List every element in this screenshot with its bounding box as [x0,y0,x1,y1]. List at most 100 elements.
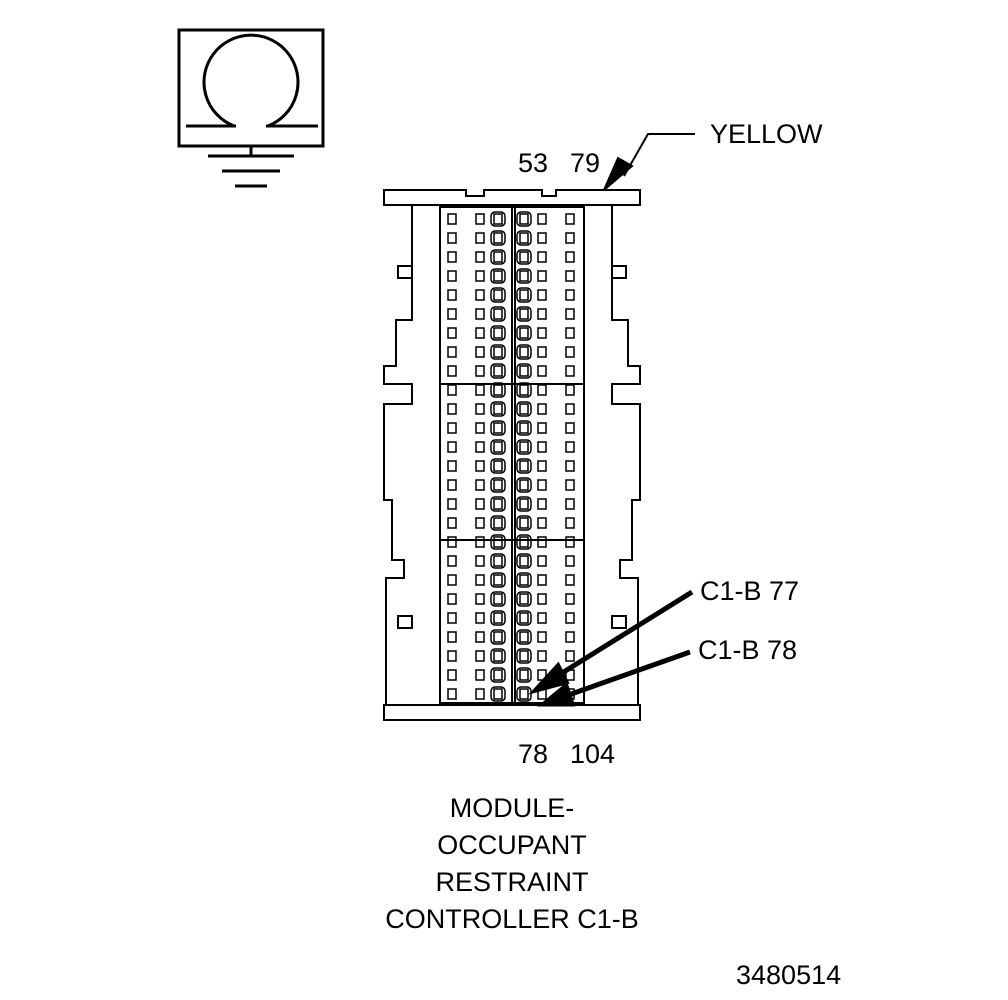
pin-cavity [565,346,575,358]
pin-cavity-grid [447,211,575,702]
pin-cavity [447,517,457,529]
pin-cavity [519,327,529,339]
figure-id: 3480514 [736,960,842,990]
pin-cavity [493,232,503,244]
pin-cavity [475,327,485,339]
pin-cavity [493,270,503,282]
callout-arrow-77 [528,589,694,695]
pin-cavity [447,650,457,662]
pin-cavity-outline [490,306,506,322]
pin-cavity-outline [490,534,506,550]
pin-cavity [475,251,485,263]
pin-cavity [447,308,457,320]
pin-cavity [519,517,529,529]
pin-cavity [447,555,457,567]
pin-cavity [493,650,503,662]
pin-cavity-outline [490,363,506,379]
pin-cavity [447,593,457,605]
pin-cavity [537,327,547,339]
pin-cavity [475,384,485,396]
pin-cavity [493,403,503,415]
pin-cavity [475,289,485,301]
pin-cavity-outline [516,325,532,341]
pin-cavity [537,289,547,301]
pin-cavity [565,270,575,282]
pin-cavity [565,384,575,396]
pin-cavity-outline [490,439,506,455]
pin-cavity [537,403,547,415]
pin-cavity [493,688,503,700]
pin-cavity-outline [516,382,532,398]
title-line-2: OCCUPANT [437,830,587,860]
pin-cavity [537,555,547,567]
pin-cavity [447,270,457,282]
pin-cavity [447,479,457,491]
pin-cavity-outline [516,610,532,626]
pin-cavity [519,289,529,301]
pin-cavity-outline [490,211,506,227]
pin-cavity-outline [516,572,532,588]
pin-cavity [475,232,485,244]
pin-cavity-outline [516,230,532,246]
pin-cavity [519,384,529,396]
pin-cavity [475,574,485,586]
pin-cavity [565,479,575,491]
pin-cavity [537,574,547,586]
pin-cavity-outline [516,477,532,493]
connector-color-label: YELLOW [710,119,823,149]
pin-label-79: 79 [570,148,601,178]
pin-cavity-outline [490,477,506,493]
pin-cavity [565,308,575,320]
pin-cavity [493,289,503,301]
pin-cavity [493,327,503,339]
pin-cavity [537,308,547,320]
pin-cavity [519,441,529,453]
pin-cavity-outline [490,230,506,246]
pin-cavity [447,574,457,586]
pin-cavity-outline [516,401,532,417]
pin-cavity [537,270,547,282]
pin-cavity-outline [490,249,506,265]
pin-cavity [447,251,457,263]
pin-cavity [537,213,547,225]
pin-cavity [493,384,503,396]
pin-cavity [447,384,457,396]
pin-cavity-outline [490,572,506,588]
title-line-4: CONTROLLER C1-B [385,904,639,934]
pin-cavity [475,669,485,681]
pin-cavity [447,422,457,434]
pin-label-104: 104 [570,739,616,769]
pin-cavity [493,365,503,377]
pin-cavity [537,460,547,472]
pin-cavity [537,384,547,396]
pin-cavity [565,498,575,510]
pin-cavity-outline [490,686,506,702]
pin-cavity [519,536,529,548]
pin-cavity [475,403,485,415]
pin-cavity [475,612,485,624]
pin-cavity [519,213,529,225]
pin-cavity-outline [516,268,532,284]
pin-cavity [493,574,503,586]
pin-cavity [475,479,485,491]
pin-cavity-outline [490,287,506,303]
pin-cavity [519,403,529,415]
color-leader [603,133,695,191]
pin-cavity [565,593,575,605]
pin-cavity-outline [516,306,532,322]
pin-cavity [537,251,547,263]
pin-cavity [565,327,575,339]
pin-cavity [537,441,547,453]
pin-cavity [447,365,457,377]
pin-cavity [519,270,529,282]
pin-cavity [519,669,529,681]
pin-cavity [493,251,503,263]
pin-cavity-outline [490,268,506,284]
pin-cavity [447,213,457,225]
pin-cavity-outline [516,363,532,379]
pin-cavity [519,251,529,263]
pin-cavity [475,270,485,282]
pin-cavity [537,365,547,377]
pin-cavity [475,460,485,472]
pin-cavity [565,251,575,263]
